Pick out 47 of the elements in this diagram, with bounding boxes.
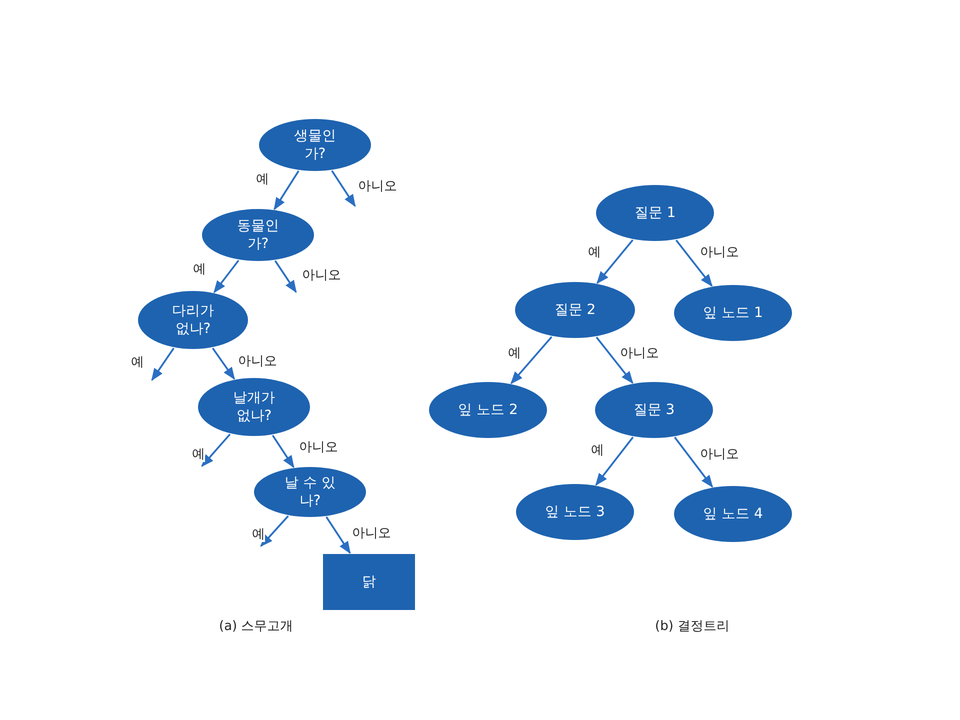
edge-label: 예	[588, 245, 601, 260]
question-ellipse: 질문 1	[596, 185, 714, 241]
edge-label: 예	[256, 172, 269, 187]
arrow	[510, 336, 552, 384]
arrow	[675, 240, 713, 287]
question-ellipse: 질문 3	[595, 382, 713, 438]
edge-label: 아니오	[299, 440, 338, 455]
edge-label: 아니오	[238, 354, 277, 369]
question-ellipse: 날 수 있나?	[254, 467, 366, 517]
question-ellipse: 생물인가?	[259, 119, 371, 171]
edge-label: 예	[252, 527, 265, 542]
question-ellipse: 질문 2	[515, 282, 635, 338]
arrow	[596, 239, 634, 284]
caption: (a) 스무고개	[219, 619, 294, 634]
answer-box: 닭	[323, 554, 415, 610]
arrow	[331, 170, 356, 208]
question-ellipse: 잎 노드 4	[674, 486, 792, 542]
edge-label: 아니오	[358, 179, 397, 194]
edge-label: 예	[508, 346, 521, 361]
arrow	[326, 516, 351, 554]
arrow	[260, 515, 289, 547]
arrow	[201, 434, 231, 467]
edge-label: 아니오	[302, 268, 341, 283]
caption: (b) 결정트리	[655, 619, 730, 634]
edge-label: 아니오	[352, 526, 391, 541]
question-ellipse: 잎 노드 2	[429, 382, 547, 438]
question-ellipse: 다리가 없나?	[138, 291, 248, 349]
edge-label: 아니오	[620, 346, 659, 361]
edge-label: 예	[131, 355, 144, 370]
edge-label: 예	[192, 447, 205, 462]
arrow	[674, 436, 714, 488]
edge-label: 예	[591, 443, 604, 458]
arrow	[596, 336, 634, 384]
question-ellipse: 잎 노드 1	[674, 285, 792, 341]
arrow	[272, 434, 294, 468]
edge-label: 아니오	[700, 245, 739, 260]
arrow	[595, 436, 634, 486]
arrow	[274, 260, 297, 294]
arrow	[213, 260, 240, 294]
question-ellipse: 동물인가?	[202, 209, 314, 261]
arrow	[274, 170, 300, 210]
arrow	[212, 348, 235, 380]
edge-label: 아니오	[700, 447, 739, 462]
question-ellipse: 잎 노드 3	[516, 484, 634, 540]
question-ellipse: 날개가 없나?	[198, 378, 310, 436]
edge-label: 예	[193, 262, 206, 277]
arrow	[151, 348, 174, 382]
